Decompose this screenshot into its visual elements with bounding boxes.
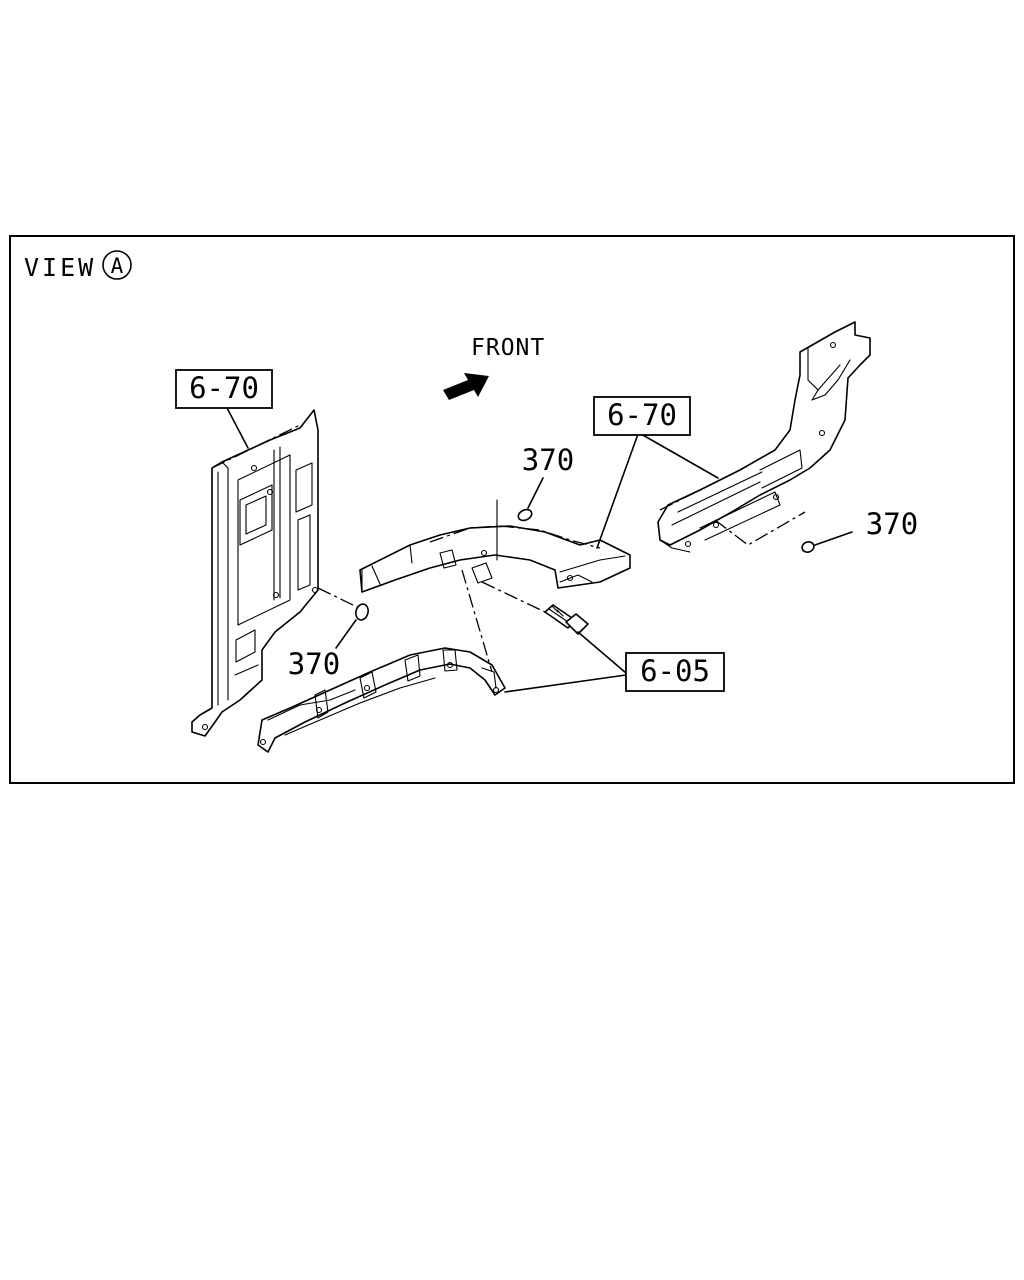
callout-right-panel: 6-70 bbox=[593, 396, 691, 436]
front-indicator: FRONT bbox=[443, 335, 545, 400]
view-label: VIEW bbox=[24, 253, 96, 282]
front-label: FRONT bbox=[471, 335, 545, 361]
plug-label-right: 370 bbox=[866, 507, 918, 541]
plug-label-upper-center: 370 bbox=[522, 443, 574, 477]
view-header: VIEW A bbox=[24, 250, 132, 282]
lower-arch-panel bbox=[257, 647, 506, 753]
view-letter: A bbox=[111, 254, 124, 278]
plug-label-lower-left: 370 bbox=[288, 647, 340, 681]
diagram-frame bbox=[9, 235, 1015, 784]
right-pillar-panel bbox=[657, 321, 871, 553]
bolt-part bbox=[544, 604, 589, 635]
callout-box-right-panel bbox=[593, 396, 691, 436]
callout-bolt: 6-05 bbox=[625, 652, 725, 692]
leader-lines bbox=[225, 405, 853, 693]
front-arrow-icon bbox=[443, 373, 489, 400]
callout-box-bolt bbox=[625, 652, 725, 692]
callout-left-panel-ref: 6-70 bbox=[189, 371, 259, 405]
callout-right-panel-ref: 6-70 bbox=[607, 398, 677, 432]
callout-left-panel: 6-70 bbox=[175, 369, 273, 409]
plug-lower-left bbox=[355, 603, 369, 621]
callout-bolt-ref: 6-05 bbox=[640, 654, 710, 688]
callout-box-left-panel bbox=[175, 369, 273, 409]
left-pillar-panel bbox=[191, 409, 319, 737]
plug-right bbox=[801, 541, 815, 553]
plug-upper-center bbox=[517, 508, 533, 522]
view-letter-circle-icon bbox=[102, 250, 132, 280]
center-upper-bracket bbox=[359, 499, 631, 593]
